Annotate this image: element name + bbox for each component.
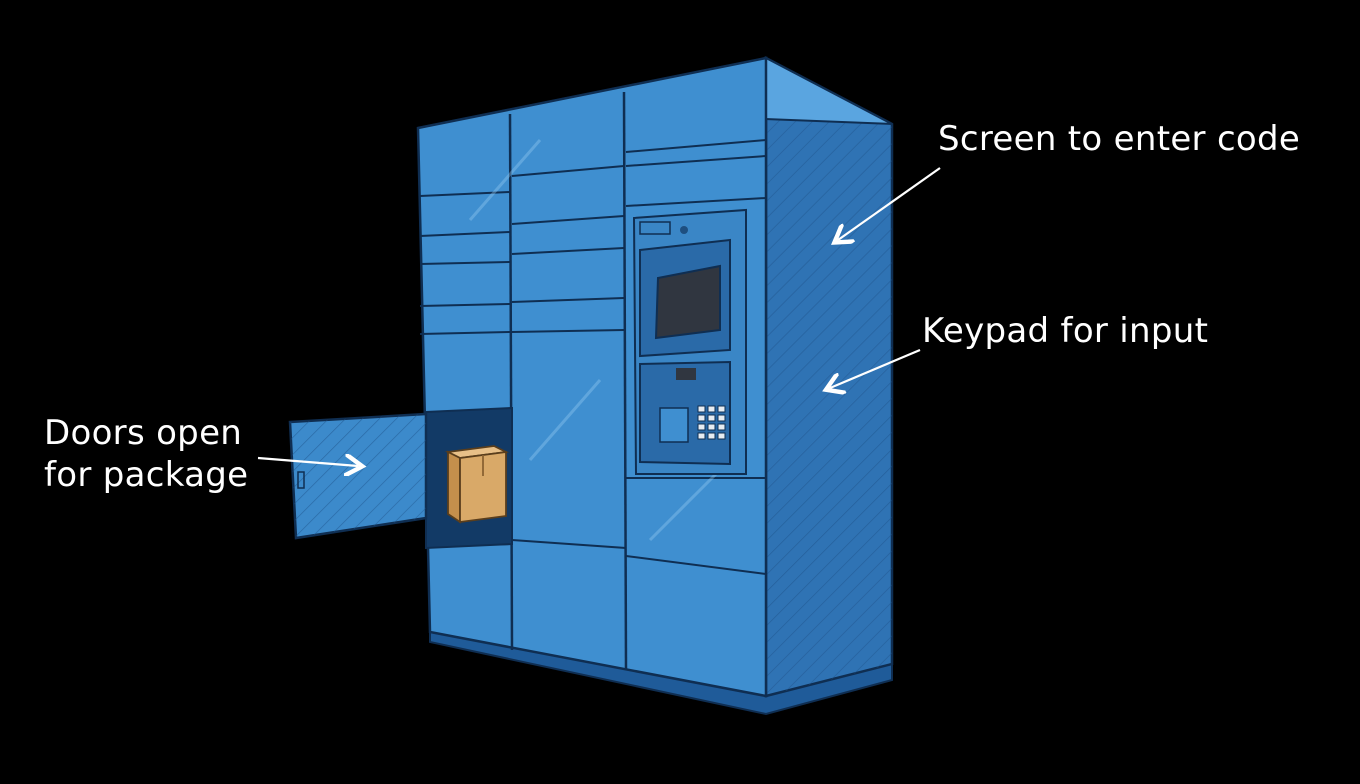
screen-arrow xyxy=(838,167,941,240)
locker-column-dividers xyxy=(508,91,628,671)
doors-arrow xyxy=(257,458,358,466)
middle-column-doors xyxy=(511,165,627,549)
kiosk-screen xyxy=(639,238,731,358)
keypad-arrow xyxy=(830,348,921,388)
doors-annotation: Doors open for package xyxy=(44,412,248,496)
package-box xyxy=(444,445,510,524)
screen-annotation: Screen to enter code xyxy=(938,119,1301,159)
open-door xyxy=(288,412,428,540)
keypad-annotation: Keypad for input xyxy=(922,311,1209,351)
kiosk-keypad-housing xyxy=(639,360,731,466)
annotation-arrows xyxy=(257,167,941,466)
keypad-buttons xyxy=(697,405,726,440)
doors-annotation-line2: for package xyxy=(44,455,249,495)
locker-side-panel xyxy=(764,55,894,698)
doors-annotation-line1: Doors open xyxy=(44,413,243,453)
right-column-doors xyxy=(625,139,767,575)
